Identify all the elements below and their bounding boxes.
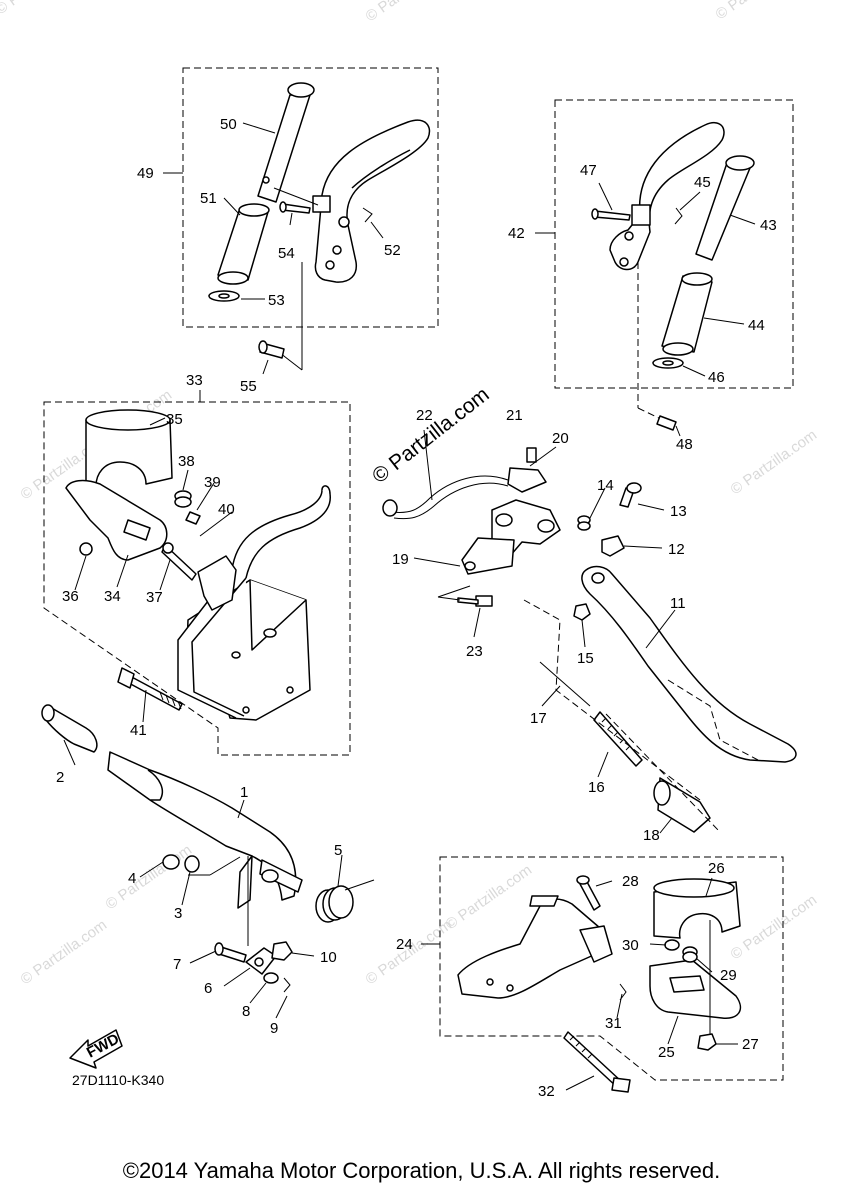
callout-7: 7 [173, 956, 181, 973]
callout-8: 8 [242, 1003, 250, 1020]
watermark: © Partzilla.com [0, 0, 85, 18]
callout-45: 45 [694, 174, 711, 191]
callout-35: 35 [166, 411, 183, 428]
callout-33: 33 [186, 372, 203, 389]
callout-40: 40 [218, 501, 235, 518]
copyright-notice: ©2014 Yamaha Motor Corporation, U.S.A. A… [122, 1158, 721, 1183]
callout-13: 13 [670, 503, 687, 520]
callout-37: 37 [146, 589, 163, 606]
callout-47: 47 [580, 162, 597, 179]
callout-14: 14 [597, 477, 614, 494]
callout-4: 4 [128, 870, 136, 887]
callout-18: 18 [643, 827, 660, 844]
watermark: © Partzilla.com [443, 861, 536, 933]
callout-34: 34 [104, 588, 121, 605]
callout-43: 43 [760, 217, 777, 234]
callout-22: 22 [416, 407, 433, 424]
callout-24: 24 [396, 936, 413, 953]
pedal-assembly [41, 704, 375, 1019]
diagram-code: 27D1110-K340 [72, 1072, 165, 1088]
callout-31: 31 [605, 1015, 622, 1032]
callout-17: 17 [530, 710, 547, 727]
callout-12: 12 [668, 541, 685, 558]
callout-2: 2 [56, 769, 64, 786]
callout-46: 46 [708, 369, 725, 386]
callout-21: 21 [506, 407, 523, 424]
callout-16: 16 [588, 779, 605, 796]
callout-3: 3 [174, 905, 182, 922]
watermark: © Partzilla.com [18, 916, 111, 988]
callout-53: 53 [268, 292, 285, 309]
callout-55: 55 [240, 378, 257, 395]
callout-15: 15 [577, 650, 594, 667]
callout-5: 5 [334, 842, 342, 859]
callout-41: 41 [130, 722, 147, 739]
callout-6: 6 [204, 980, 212, 997]
callout-11: 11 [670, 595, 686, 612]
callout-42: 42 [508, 225, 525, 242]
callout-39: 39 [204, 474, 221, 491]
forward-arrow-icon: FWD [69, 1029, 123, 1069]
callout-10: 10 [320, 949, 337, 966]
callout-19: 19 [392, 551, 409, 568]
callout-51: 51 [200, 190, 217, 207]
watermark: © Partzilla.com [103, 841, 196, 913]
callout-38: 38 [178, 453, 195, 470]
callout-20: 20 [552, 430, 569, 447]
callout-25: 25 [658, 1044, 675, 1061]
group-42-rear-footrest-right [535, 99, 794, 437]
callout-52: 52 [384, 242, 401, 259]
callout-50: 50 [220, 116, 237, 133]
watermark: © Partzilla.com [713, 0, 806, 23]
callout-29: 29 [720, 967, 737, 984]
group-49-rear-footrest-left [163, 67, 439, 328]
callout-30: 30 [622, 937, 639, 954]
callout-36: 36 [62, 588, 79, 605]
callout-numbers: 1 2 3 4 5 6 7 8 9 10 11 12 13 14 15 16 1… [56, 116, 777, 1100]
bolt-55-connector [258, 262, 303, 375]
watermark: © Partzilla.com [728, 891, 821, 963]
callout-26: 26 [708, 860, 725, 877]
group-33-front-footrest-left [43, 390, 351, 756]
group-24-front-footrest-right [421, 856, 784, 1093]
callout-44: 44 [748, 317, 765, 334]
callout-54: 54 [278, 245, 295, 262]
callout-9: 9 [270, 1020, 278, 1037]
callout-23: 23 [466, 643, 483, 660]
watermark: © Partzilla.com [363, 0, 456, 25]
callout-27: 27 [742, 1036, 759, 1053]
sidestand-assembly [382, 429, 797, 834]
callout-48: 48 [676, 436, 693, 453]
watermark: © Partzilla.com [728, 426, 821, 498]
callout-32: 32 [538, 1083, 555, 1100]
callout-1: 1 [240, 784, 248, 801]
callout-28: 28 [622, 873, 639, 890]
callout-49: 49 [137, 165, 154, 182]
